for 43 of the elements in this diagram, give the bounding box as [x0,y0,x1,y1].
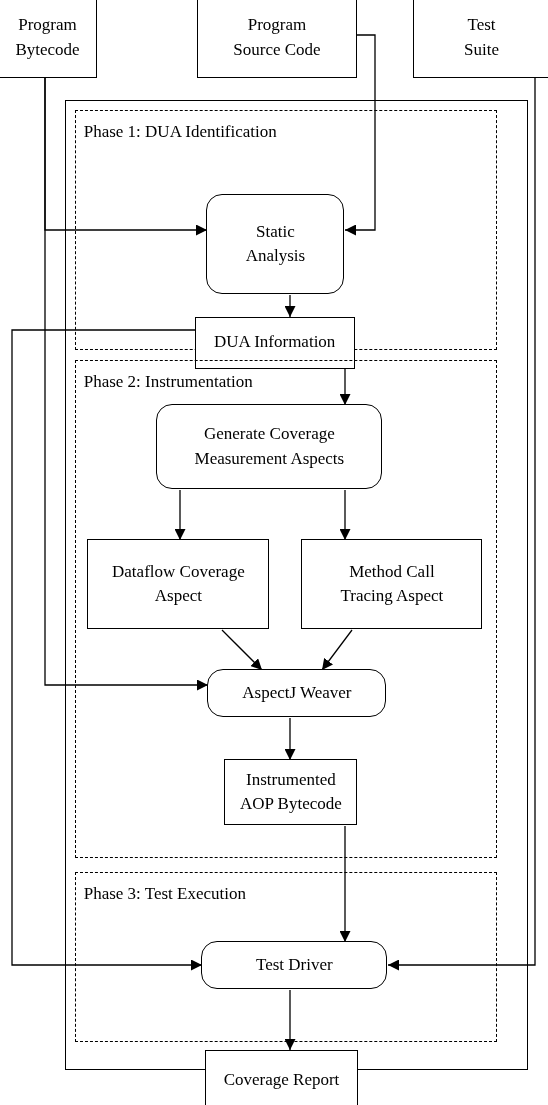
arrow [221,629,263,671]
arrow [284,717,296,761]
arrow [387,77,536,971]
node-label: Coverage Report [223,1068,340,1091]
node-label: Static Analysis [244,220,307,268]
arrow [11,329,203,971]
arrow [339,825,351,943]
node-label: Instrumented AOP Bytecode [238,768,343,816]
outer-frame [65,100,528,1070]
arrow [339,489,351,541]
arrow [284,989,296,1051]
process-box [194,316,355,369]
node-label: Test Driver [256,954,333,977]
node-label: Test Suite [463,14,500,61]
node-label: Dataflow Coverage Aspect [111,560,246,608]
phase-region [74,871,497,1042]
process-box [87,539,270,630]
process-box [205,1050,358,1105]
rounded-process-box [156,404,383,490]
node-label: AspectJ Weaver [242,682,352,705]
arrow [174,489,186,541]
node-label: Method Call Tracing Aspect [339,560,445,608]
arrow [44,77,209,691]
node-label: DUA Information [214,331,336,354]
arrow [284,294,296,318]
rounded-process-box [206,194,345,295]
node-label: Generate Coverage Measurement Aspects [193,423,346,470]
process-box [413,0,548,78]
phase-region [74,359,497,858]
arrow [344,34,376,236]
process-box [224,759,358,826]
process-box [301,539,483,630]
rounded-process-box [201,941,388,990]
phase-title: Phase 2: Instrumentation [83,370,253,393]
arrow [339,368,351,406]
rounded-process-box [207,669,387,718]
node-label: Program Source Code [232,14,322,61]
process-box [0,0,97,78]
node-label: Program Bytecode [14,14,81,61]
phase-title: Phase 3: Test Execution [83,882,247,905]
arrow [321,629,353,671]
phase-title: Phase 1: DUA Identification [83,120,277,143]
process-box [197,0,357,78]
